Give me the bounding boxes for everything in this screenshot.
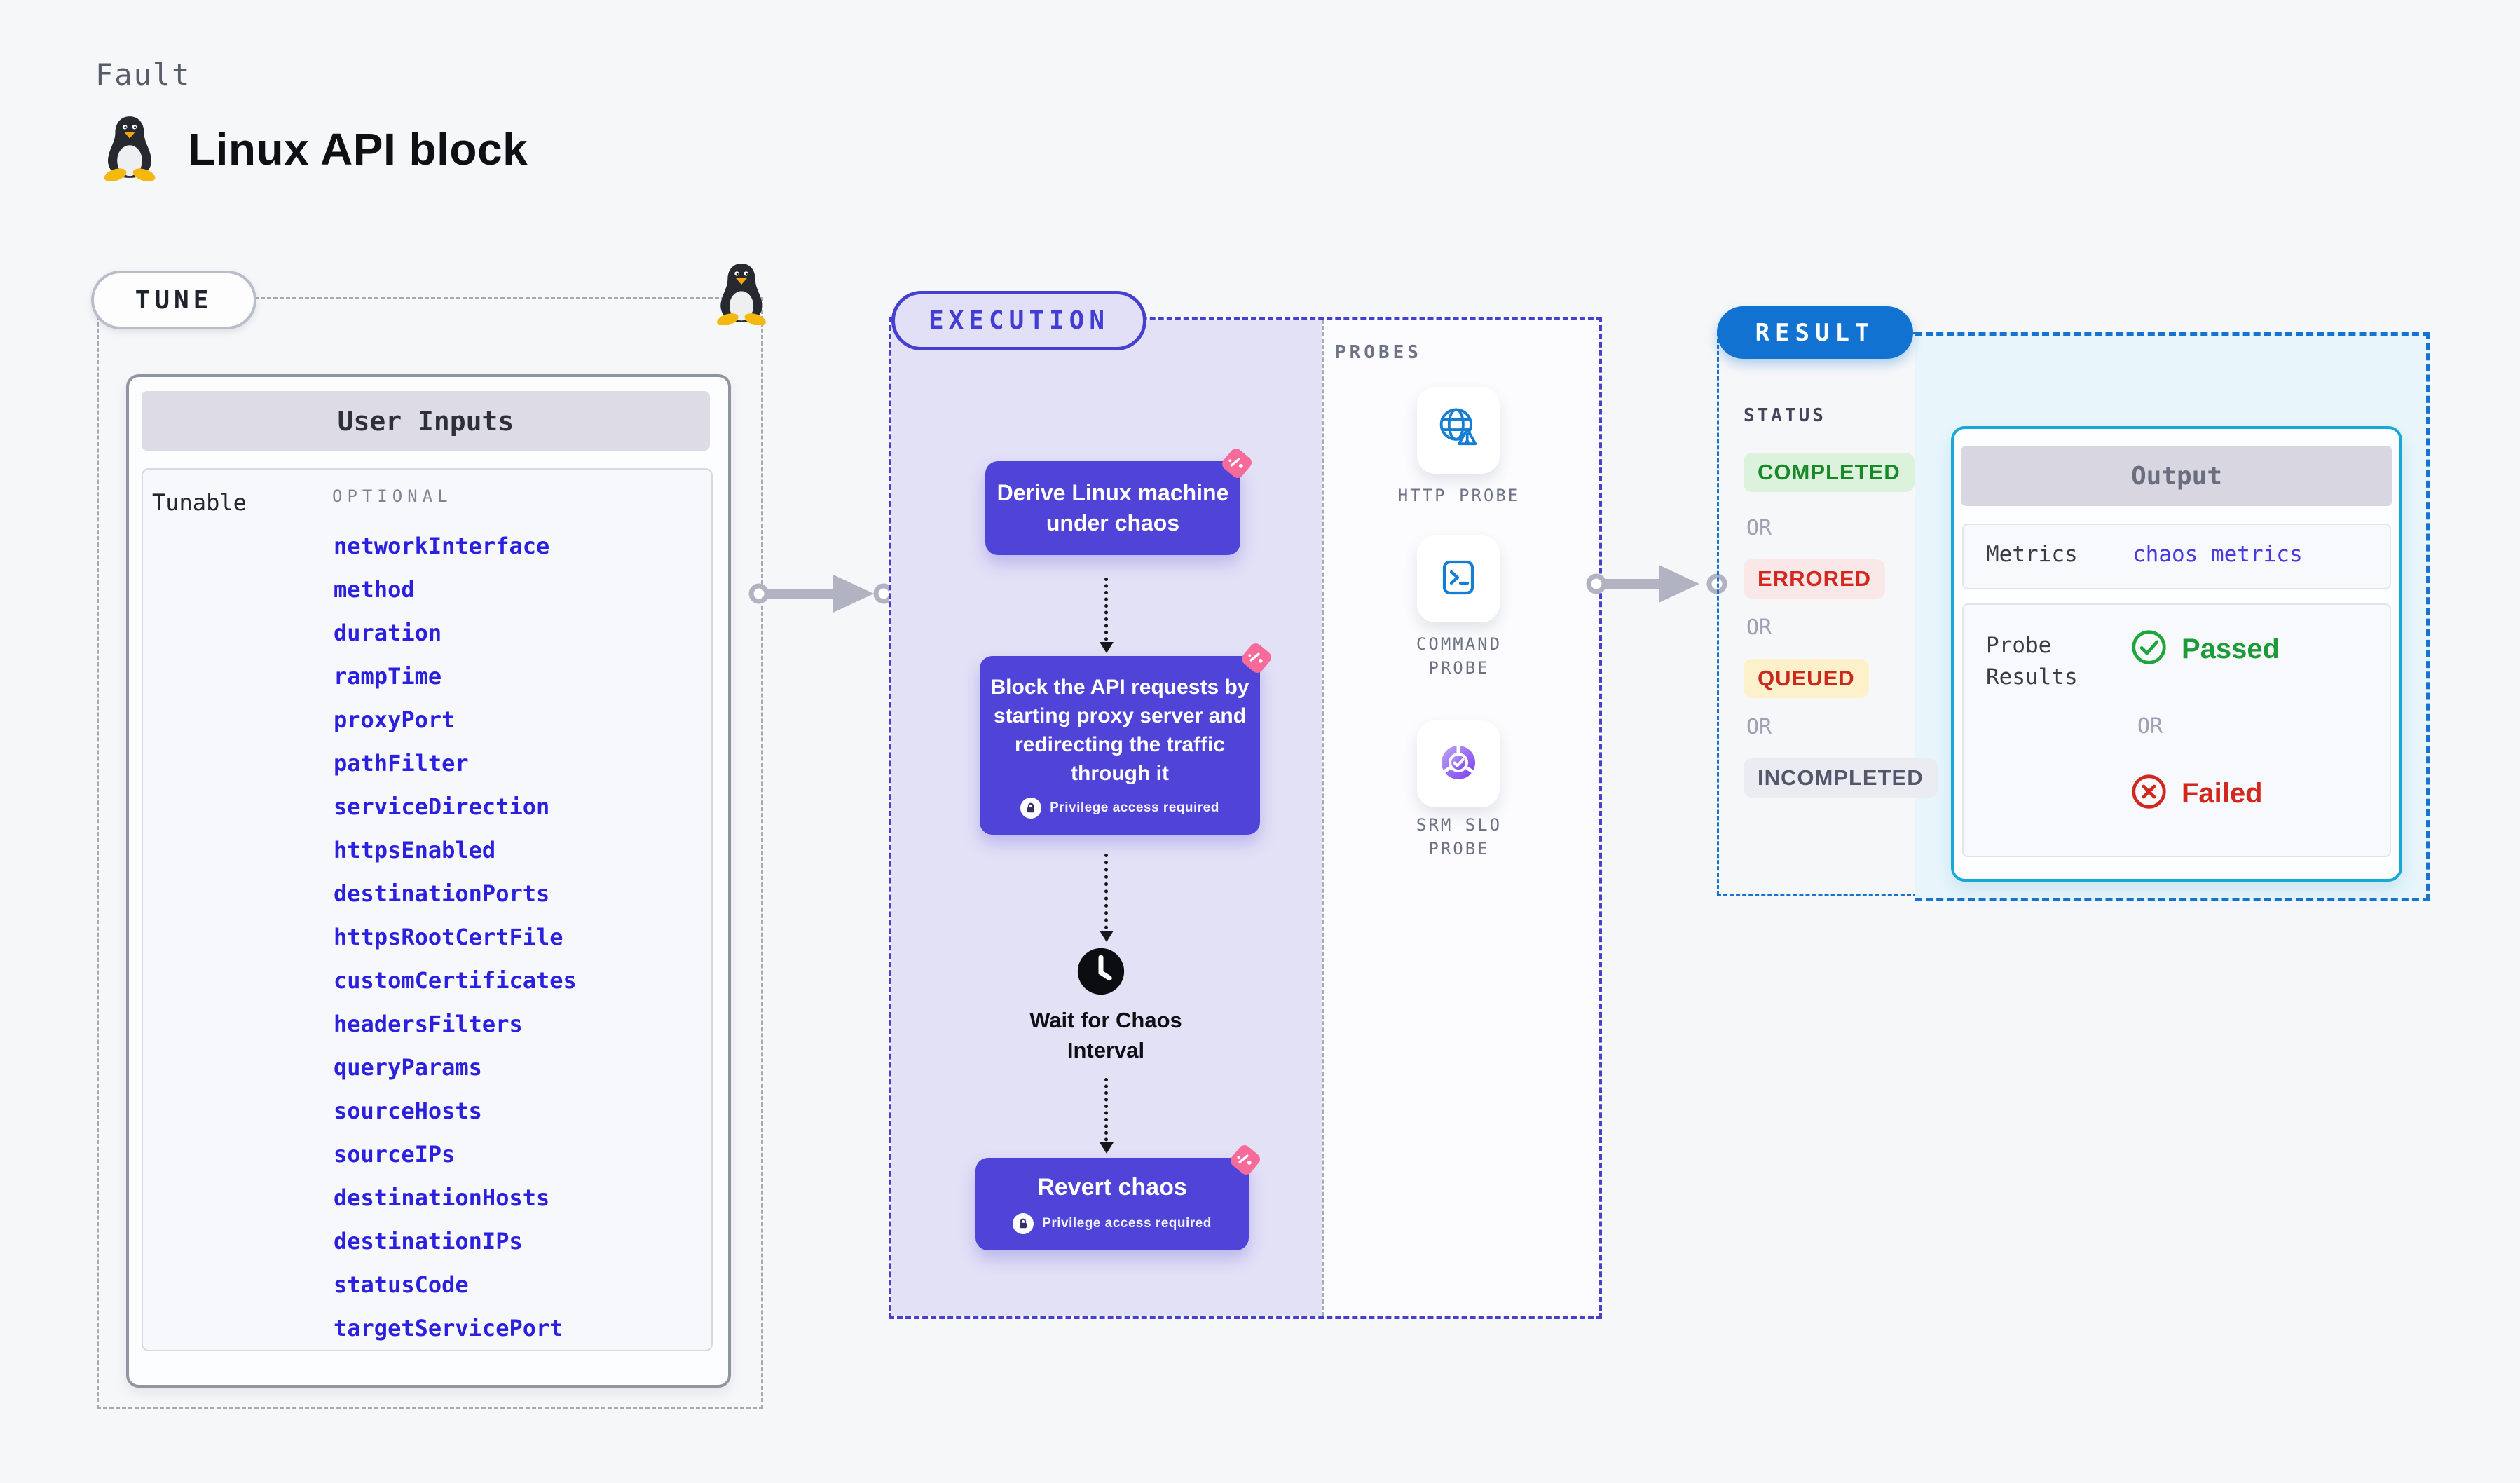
command-probe-label: COMMAND PROBE bbox=[1416, 634, 1502, 678]
command-probe-card bbox=[1417, 535, 1500, 622]
param-link[interactable]: method bbox=[334, 576, 415, 603]
privilege-label: Privilege access required bbox=[1050, 800, 1219, 815]
x-circle-icon bbox=[2130, 773, 2168, 814]
status-label: STATUS bbox=[1744, 405, 1826, 426]
chaos-logo-icon bbox=[1225, 1140, 1266, 1180]
user-inputs-header: User Inputs bbox=[142, 391, 710, 451]
param-link[interactable]: headersFilters bbox=[334, 1011, 523, 1037]
probe-result-failed: Failed bbox=[2130, 773, 2263, 814]
flow-arrow-icon bbox=[1100, 578, 1114, 653]
result-pill: RESULT bbox=[1717, 306, 1913, 359]
clock-icon bbox=[1077, 948, 1125, 999]
lock-icon bbox=[1020, 797, 1042, 819]
status-badge-completed: COMPLETED bbox=[1744, 453, 1915, 492]
tux-penguin-icon bbox=[100, 114, 160, 184]
param-link[interactable]: networkInterface bbox=[334, 533, 550, 559]
probes-label: PROBES bbox=[1335, 342, 1422, 363]
param-link[interactable]: proxyPort bbox=[334, 706, 456, 733]
probe-result-passed: Passed bbox=[2130, 629, 2280, 669]
metrics-row: Metrics chaos metrics bbox=[1962, 524, 2391, 589]
step-derive-text: Derive Linux machine under chaos bbox=[997, 480, 1229, 535]
status-badge-queued: QUEUED bbox=[1744, 659, 1869, 698]
probe-results-label: Probe Results bbox=[1986, 633, 2078, 690]
step-block-text: Block the API requests by starting proxy… bbox=[990, 676, 1249, 785]
step-block-node: Block the API requests by starting proxy… bbox=[980, 643, 1271, 835]
param-link[interactable]: duration bbox=[334, 620, 442, 646]
param-link[interactable]: serviceDirection bbox=[334, 793, 550, 820]
step-revert-text: Revert chaos bbox=[1037, 1174, 1187, 1201]
param-link[interactable]: pathFilter bbox=[334, 750, 469, 777]
tunable-label: Tunable bbox=[152, 489, 247, 516]
lock-icon bbox=[1013, 1213, 1034, 1234]
terminal-icon bbox=[1434, 554, 1482, 605]
metrics-label: Metrics bbox=[1986, 542, 2078, 567]
tunable-param-list: networkInterface method duration rampTim… bbox=[334, 524, 712, 1350]
param-link[interactable]: customCertificates bbox=[334, 967, 577, 994]
param-link[interactable]: destinationIPs bbox=[334, 1228, 523, 1255]
page-title: Linux API block bbox=[188, 123, 528, 175]
http-probe-label: HTTP PROBE bbox=[1397, 486, 1521, 505]
user-inputs-body bbox=[142, 468, 713, 1351]
srm-slo-probe-label: SRM SLO PROBE bbox=[1416, 815, 1502, 859]
check-circle-icon bbox=[2130, 629, 2168, 669]
output-header: Output bbox=[1961, 446, 2392, 506]
failed-label: Failed bbox=[2182, 777, 2263, 809]
param-link[interactable]: httpsRootCertFile bbox=[334, 924, 563, 950]
status-or: OR bbox=[1746, 715, 1772, 739]
step-derive-node: Derive Linux machine under chaos bbox=[985, 449, 1252, 555]
param-link[interactable]: targetServicePort bbox=[334, 1315, 563, 1341]
tux-penguin-icon bbox=[713, 261, 769, 329]
fault-kicker: Fault bbox=[95, 57, 191, 92]
execution-pill: EXECUTION bbox=[891, 291, 1146, 350]
param-link[interactable]: statusCode bbox=[334, 1271, 469, 1298]
page-header: Linux API block bbox=[100, 114, 528, 184]
http-probe-card bbox=[1417, 387, 1500, 474]
param-link[interactable]: sourceHosts bbox=[334, 1098, 482, 1124]
tune-section-box bbox=[97, 297, 763, 1409]
probes-divider bbox=[1322, 320, 1324, 1316]
optional-tag: OPTIONAL bbox=[332, 486, 453, 506]
chaos-logo-icon bbox=[1236, 638, 1277, 678]
flow-arrow-icon bbox=[1100, 1078, 1114, 1154]
status-badge-incompleted: INCOMPLETED bbox=[1744, 758, 1938, 798]
slo-pie-icon bbox=[1434, 739, 1482, 790]
chaos-logo-icon bbox=[1217, 443, 1257, 484]
probe-result-or: OR bbox=[2137, 714, 2163, 739]
param-link[interactable]: sourceIPs bbox=[334, 1141, 456, 1168]
output-card: Output Metrics chaos metrics Probe Resul… bbox=[1951, 426, 2402, 882]
privilege-badge: Privilege access required bbox=[988, 793, 1252, 822]
srm-slo-probe-card bbox=[1417, 720, 1500, 807]
privilege-badge: Privilege access required bbox=[982, 1208, 1242, 1239]
metrics-value-link[interactable]: chaos metrics bbox=[2132, 542, 2303, 567]
step-revert-node: Revert chaos Privilege access required bbox=[975, 1145, 1260, 1250]
privilege-label: Privilege access required bbox=[1042, 1216, 1212, 1231]
flow-arrow-icon bbox=[1100, 854, 1114, 942]
globe-alert-icon bbox=[1433, 404, 1484, 458]
status-or: OR bbox=[1746, 516, 1772, 540]
tune-pill: TUNE bbox=[91, 271, 256, 329]
param-link[interactable]: rampTime bbox=[334, 663, 442, 690]
param-link[interactable]: destinationHosts bbox=[334, 1184, 550, 1211]
step-wait-label: Wait for Chaos Interval bbox=[1029, 1008, 1182, 1062]
connector-arrow bbox=[748, 575, 894, 613]
param-link[interactable]: destinationPorts bbox=[334, 880, 550, 907]
status-badge-errored: ERRORED bbox=[1744, 559, 1886, 599]
probe-results-row: Probe Results Passed OR bbox=[1962, 603, 2391, 857]
param-link[interactable]: queryParams bbox=[334, 1054, 482, 1081]
status-or: OR bbox=[1746, 615, 1772, 640]
connector-arrow bbox=[1586, 565, 1727, 603]
param-link[interactable]: httpsEnabled bbox=[334, 837, 496, 863]
passed-label: Passed bbox=[2182, 633, 2280, 664]
